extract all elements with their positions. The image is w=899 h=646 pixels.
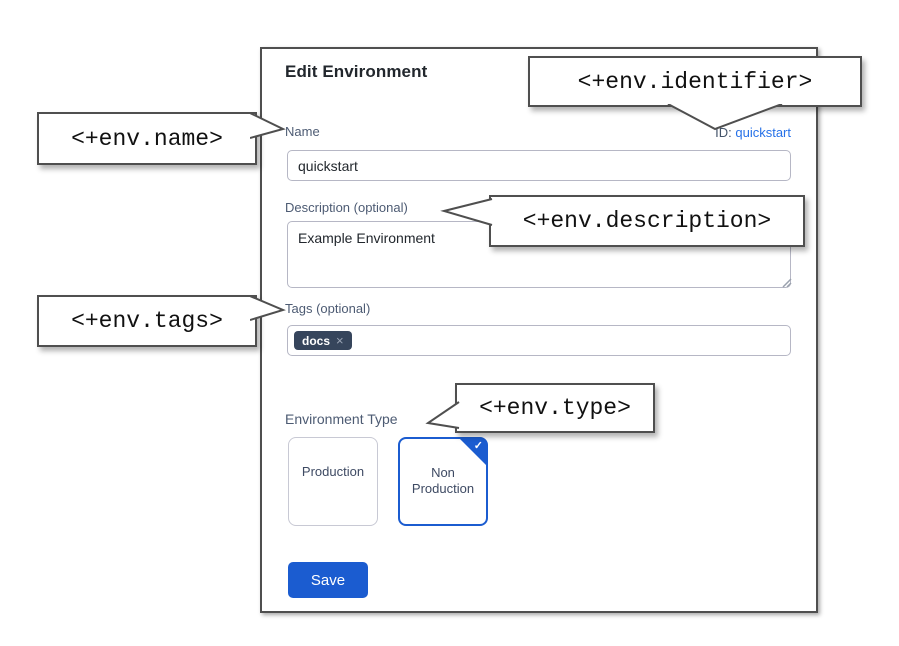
id-line: ID: quickstart <box>715 125 791 140</box>
tags-input[interactable]: docs × <box>287 325 791 356</box>
card-label: Production <box>301 464 365 479</box>
tag-chip: docs × <box>294 331 352 350</box>
edit-environment-dialog: Edit Environment Name ID: quickstart Des… <box>260 47 818 613</box>
environment-type-label: Environment Type <box>285 411 398 427</box>
name-label: Name <box>285 124 320 139</box>
card-label: Non Production <box>411 465 475 497</box>
callout-pointer <box>425 401 460 429</box>
selected-corner-badge <box>459 438 487 466</box>
tags-label: Tags (optional) <box>285 301 371 316</box>
environment-type-card-production[interactable]: Production <box>288 437 378 526</box>
id-label: ID: <box>715 125 732 140</box>
callout-env-name: <+env.name> <box>37 112 257 165</box>
callout-pointer <box>250 295 286 321</box>
callout-env-type: <+env.type> <box>455 383 655 433</box>
callout-text: <+env.tags> <box>71 308 223 334</box>
tag-chip-label: docs <box>302 333 331 348</box>
page-title: Edit Environment <box>285 62 428 81</box>
callout-pointer <box>250 112 286 139</box>
name-input[interactable] <box>287 150 791 181</box>
callout-text: <+env.description> <box>522 208 772 234</box>
environment-type-card-non-production[interactable]: Non Production ✓ <box>398 437 488 526</box>
callout-pointer <box>667 104 783 131</box>
tag-remove-icon[interactable]: × <box>336 333 344 348</box>
callout-pointer <box>440 198 493 226</box>
description-label: Description (optional) <box>285 200 408 215</box>
check-icon: ✓ <box>473 440 483 452</box>
save-button[interactable]: Save <box>288 562 368 598</box>
callout-env-description: <+env.description> <box>489 195 805 247</box>
callout-text: <+env.name> <box>71 125 223 152</box>
resize-handle-icon[interactable] <box>780 276 792 288</box>
callout-env-tags: <+env.tags> <box>37 295 257 347</box>
callout-text: <+env.type> <box>479 395 631 421</box>
callout-text: <+env.identifier> <box>577 68 813 95</box>
callout-env-identifier: <+env.identifier> <box>528 56 862 107</box>
id-value-link[interactable]: quickstart <box>735 125 791 140</box>
